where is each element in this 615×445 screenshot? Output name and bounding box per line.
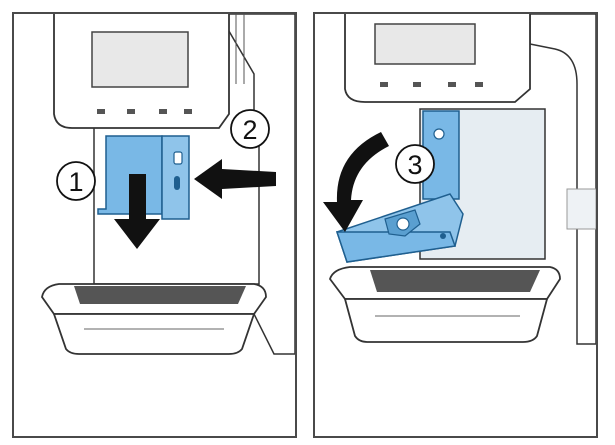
drip-grid xyxy=(370,270,540,292)
step-badge-2: 2 xyxy=(230,109,270,149)
arrow-left-icon xyxy=(194,159,276,199)
step-number: 3 xyxy=(407,150,422,180)
step-badge-1: 1 xyxy=(56,161,96,201)
illustration-panel-left: 1 2 xyxy=(12,12,297,438)
drip-grid xyxy=(74,286,246,304)
button-mark xyxy=(127,109,135,114)
button-mark xyxy=(159,109,167,114)
button-mark xyxy=(448,82,456,87)
step-number: 2 xyxy=(242,115,257,145)
machine-side-panel xyxy=(529,14,596,345)
step-badge-3: 3 xyxy=(395,144,435,184)
unit-slot xyxy=(174,176,180,190)
arrow-down-icon xyxy=(114,174,160,249)
button-mark xyxy=(475,82,483,87)
drip-tray-front xyxy=(343,298,549,343)
button-mark xyxy=(380,82,388,87)
dosing-unit-swing-illustration: 3 xyxy=(323,14,596,345)
button-mark xyxy=(413,82,421,87)
illustration-panel-right: 3 xyxy=(313,12,598,438)
brewing-unit-removal-illustration: 1 2 xyxy=(41,14,295,355)
curved-arrow-down-icon xyxy=(323,132,389,232)
release-button xyxy=(173,151,183,165)
drip-tray-front xyxy=(52,313,256,355)
display-screen xyxy=(91,31,189,88)
dosing-gear xyxy=(396,217,410,231)
display-screen xyxy=(374,23,476,65)
side-cup-shelf xyxy=(566,188,596,230)
dosing-tray-front xyxy=(335,231,457,263)
button-mark xyxy=(184,109,192,114)
button-mark xyxy=(97,109,105,114)
mount-pivot xyxy=(433,128,445,140)
step-number: 1 xyxy=(68,167,83,197)
tray-screw xyxy=(440,233,446,239)
